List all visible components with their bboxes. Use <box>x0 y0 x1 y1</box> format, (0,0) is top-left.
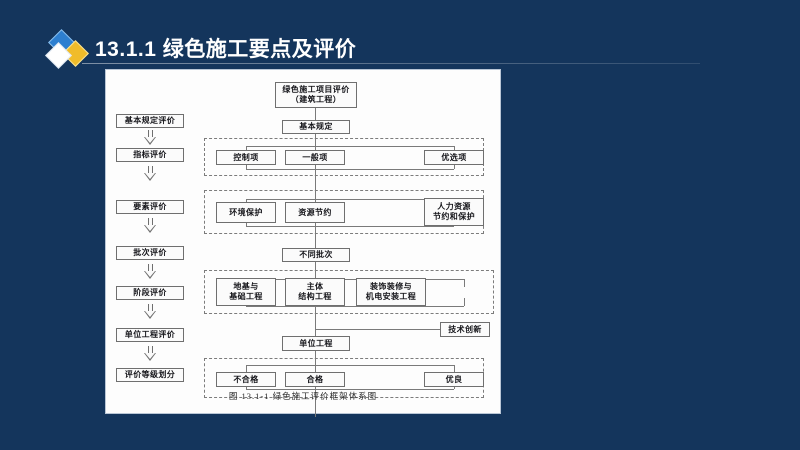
node-label-line1: 装饰装修与 <box>370 282 412 291</box>
node-preferred-item: 优选项 <box>424 150 484 165</box>
rail-node-phase-evaluation: 阶段评价 <box>116 286 184 300</box>
arrow-down-icon <box>143 264 157 279</box>
rail-node-grade-classification: 评价等级划分 <box>116 368 184 382</box>
node-label-line2: 机电安装工程 <box>365 292 417 301</box>
node-label-line1: 地基与 <box>233 282 259 291</box>
connector <box>246 199 454 200</box>
connector <box>246 226 454 227</box>
connector <box>246 279 464 280</box>
group-stage-items <box>204 270 494 314</box>
node-label-line1: 主体 <box>306 282 324 291</box>
arrow-down-icon <box>143 218 157 233</box>
node-main-structure-works: 主体 结构工程 <box>285 278 345 306</box>
node-human-resource-protection: 人力资源 节约和保护 <box>424 198 484 226</box>
rail-node-element-evaluation: 要素评价 <box>116 200 184 214</box>
connector <box>246 365 247 373</box>
rail-node-basic-evaluation: 基本规定评价 <box>116 114 184 128</box>
page-title: 13.1.1 绿色施工要点及评价 <box>95 38 357 61</box>
node-resource-saving: 资源节约 <box>285 202 345 223</box>
node-unqualified: 不合格 <box>216 372 276 387</box>
trunk-line <box>315 134 316 417</box>
title-divider <box>82 63 700 64</box>
rail-node-indicator-evaluation: 指标评价 <box>116 148 184 162</box>
connector <box>246 169 454 170</box>
arrow-down-icon <box>143 304 157 319</box>
connector <box>246 146 454 147</box>
node-control-item: 控制项 <box>216 150 276 165</box>
node-label-line1: 绿色施工项目评价 <box>282 85 350 94</box>
connector <box>454 365 455 373</box>
connector-innovation <box>315 329 440 330</box>
figure-caption: 图 13.1-1 绿色施工评价框架体系图 <box>228 391 378 401</box>
node-qualified: 合格 <box>285 372 345 387</box>
node-label-line2: （建筑工程） <box>290 95 342 104</box>
rail-node-batch-evaluation: 批次评价 <box>116 246 184 260</box>
node-unit-project: 单位工程 <box>282 336 350 351</box>
connector <box>464 298 465 306</box>
node-excellent: 优良 <box>424 372 484 387</box>
node-general-item: 一般项 <box>285 150 345 165</box>
arrow-down-icon <box>143 130 157 145</box>
logo-diamonds <box>45 29 91 69</box>
connector <box>464 279 465 287</box>
figure-panel: 绿色施工项目评价 （建筑工程） 基本规定 基本规定评价 指标评价 要素评价 批次… <box>106 70 500 417</box>
rail-node-unit-project-evaluation: 单位工程评价 <box>116 328 184 342</box>
node-different-batch: 不同批次 <box>282 248 350 262</box>
connector <box>246 306 464 307</box>
node-basic-provisions: 基本规定 <box>282 120 350 134</box>
arrow-down-icon <box>143 166 157 181</box>
connector <box>315 108 316 120</box>
node-technical-innovation: 技术创新 <box>440 322 490 337</box>
node-decoration-mep-works: 装饰装修与 机电安装工程 <box>356 278 426 306</box>
connector <box>246 365 454 366</box>
node-label-line2: 结构工程 <box>298 292 332 301</box>
arrow-down-icon <box>143 346 157 361</box>
node-label-line2: 节约和保护 <box>433 212 475 221</box>
node-project-evaluation: 绿色施工项目评价 （建筑工程） <box>275 82 357 108</box>
connector <box>246 389 454 390</box>
node-environmental-protection: 环境保护 <box>216 202 276 223</box>
node-foundation-works: 地基与 基础工程 <box>216 278 276 306</box>
node-label-line2: 基础工程 <box>229 292 263 301</box>
flowchart: 绿色施工项目评价 （建筑工程） 基本规定 基本规定评价 指标评价 要素评价 批次… <box>106 70 500 417</box>
node-label-line1: 人力资源 <box>437 202 471 211</box>
